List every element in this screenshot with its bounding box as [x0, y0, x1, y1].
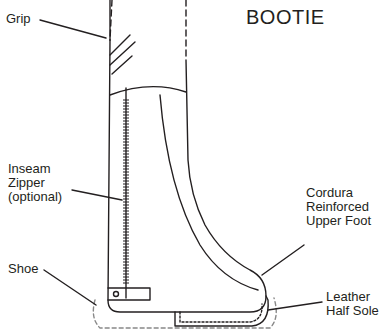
zipper-tooth	[123, 202, 129, 203]
zipper-tooth	[123, 130, 129, 131]
zipper-tooth	[123, 229, 129, 230]
zipper-tooth	[123, 187, 129, 188]
zipper-tooth	[123, 271, 129, 272]
zipper-tooth	[123, 214, 129, 215]
zipper-tooth	[123, 133, 129, 134]
zipper-tooth	[123, 151, 129, 152]
zipper-tooth	[123, 244, 129, 245]
zipper-tooth	[123, 223, 129, 224]
cordura-seam	[160, 95, 258, 290]
part-label: Cordura Reinforced Upper Foot	[306, 186, 384, 228]
diagram-title: BOOTIE	[246, 6, 325, 28]
zipper-tooth	[123, 112, 129, 113]
zipper-tooth	[123, 193, 129, 194]
zipper-tooth	[123, 142, 129, 143]
zipper-tooth	[123, 172, 129, 173]
grip-strip	[110, 35, 135, 74]
zipper-tooth	[123, 262, 129, 263]
zipper-tooth	[123, 232, 129, 233]
zipper-tooth	[123, 115, 129, 116]
zipper-tooth	[123, 124, 129, 125]
zipper-tooth	[123, 205, 129, 206]
leader-line	[262, 245, 304, 275]
zipper-tooth	[123, 256, 129, 257]
zipper-tooth	[123, 118, 129, 119]
zipper-tooth	[123, 196, 129, 197]
zipper-tooth	[123, 247, 129, 248]
part-label: Shoe	[8, 262, 48, 276]
zipper-tooth	[123, 127, 129, 128]
snap	[114, 292, 119, 297]
leader-line	[44, 270, 96, 305]
zipper-tooth	[123, 277, 129, 278]
bootie-cuff	[110, 87, 186, 95]
zipper-tooth	[123, 226, 129, 227]
zipper-tooth	[123, 139, 129, 140]
zipper-tooth	[123, 178, 129, 179]
zipper-tooth	[123, 259, 129, 260]
zipper-tooth	[123, 274, 129, 275]
pant-leg-edge	[185, 0, 186, 60]
zipper-tooth	[123, 106, 129, 107]
zipper-tooth	[123, 154, 129, 155]
shoe-outline	[93, 298, 276, 328]
zipper-tooth	[123, 253, 129, 254]
zipper-teeth	[123, 100, 129, 283]
sole-stitch	[180, 304, 262, 322]
zipper-tooth	[123, 217, 129, 218]
zipper-tooth	[123, 280, 129, 281]
zipper-tooth	[123, 166, 129, 167]
zipper-tooth	[123, 148, 129, 149]
grip-edge	[109, 0, 110, 40]
zipper-tooth	[123, 184, 129, 185]
zipper-tooth	[123, 268, 129, 269]
zipper-tooth	[123, 157, 129, 158]
zipper-tooth	[123, 163, 129, 164]
zipper-tooth	[123, 208, 129, 209]
zipper-tooth	[123, 283, 129, 284]
pant-leg-edge	[110, 0, 112, 40]
zipper-tooth	[123, 265, 129, 266]
part-label: Inseam Zipper (optional)	[8, 162, 72, 204]
zipper-tooth	[123, 241, 129, 242]
zipper-tooth	[123, 169, 129, 170]
part-label: Grip	[6, 12, 46, 26]
zipper-tooth	[123, 211, 129, 212]
zipper-tooth	[123, 136, 129, 137]
bootie-outline	[108, 40, 266, 312]
zipper-tooth	[123, 160, 129, 161]
zipper-tooth	[123, 103, 129, 104]
zipper-tooth	[123, 250, 129, 251]
zipper-tooth	[123, 220, 129, 221]
part-label: Leather Half Sole	[326, 290, 388, 318]
leader-line	[268, 302, 322, 310]
zipper-tooth	[123, 238, 129, 239]
zipper-tooth	[123, 100, 129, 101]
bootie-strap	[108, 288, 150, 300]
zipper-tooth	[123, 181, 129, 182]
zipper-tooth	[123, 145, 129, 146]
zipper-tooth	[123, 175, 129, 176]
zipper-tooth	[123, 121, 129, 122]
leather-half-sole	[175, 296, 268, 326]
zipper-tooth	[123, 199, 129, 200]
zipper-tooth	[123, 235, 129, 236]
leader-line	[72, 190, 122, 200]
zipper-tooth	[123, 190, 129, 191]
zipper-tooth	[123, 109, 129, 110]
leader-line	[40, 20, 106, 38]
